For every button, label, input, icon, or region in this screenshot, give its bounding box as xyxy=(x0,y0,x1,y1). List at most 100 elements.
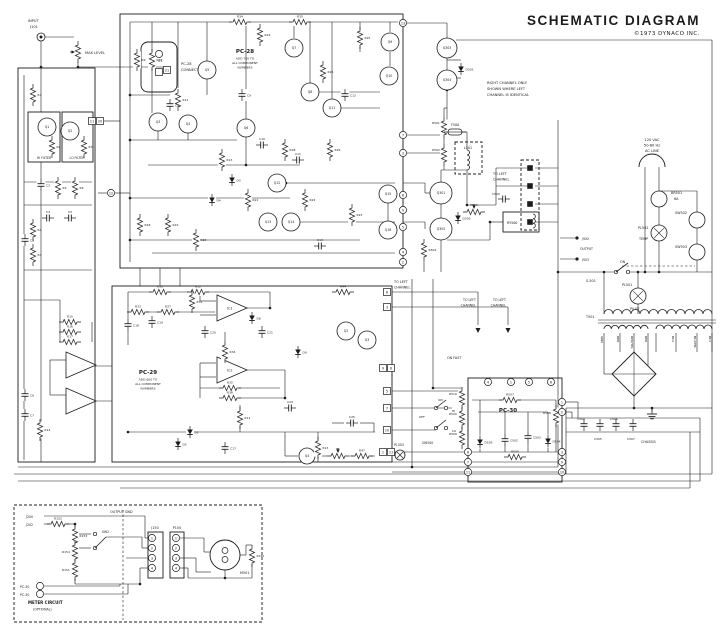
ref-label: R34 xyxy=(237,15,243,19)
p-4: 4 xyxy=(172,564,180,572)
note-text: ALL COMPONENT xyxy=(232,61,258,65)
d-D6: D6 xyxy=(248,311,261,325)
text-label: RIGHT CHANNEL ONLY xyxy=(487,81,528,85)
pot-P500: P500 xyxy=(463,203,485,216)
p-2: 2 xyxy=(558,408,566,416)
ref-label: C12 xyxy=(350,94,356,98)
text-label: ADD 700 TO xyxy=(236,57,255,61)
junction-dot xyxy=(138,582,142,586)
pin-number: 8 xyxy=(467,450,469,454)
r-R33: R33 xyxy=(127,305,149,316)
note-text: P150 xyxy=(173,526,182,530)
pin-number: 4 xyxy=(402,250,404,254)
ref-label: R15 xyxy=(67,315,73,319)
ref-label: D301 xyxy=(466,68,474,72)
r-R502: R502 xyxy=(432,144,448,166)
p xyxy=(36,582,44,590)
wire-color-label: BLU/YEL xyxy=(693,336,697,349)
q-Q16: Q16 xyxy=(378,220,398,240)
note-text: ON FAST xyxy=(447,356,462,360)
d-D4: D4 xyxy=(208,193,221,207)
ref-label: Q10 xyxy=(386,74,393,78)
text-label: ON FAST xyxy=(447,356,462,360)
pin-number: 7 xyxy=(386,406,388,410)
q-Q1: Q1 xyxy=(37,117,57,137)
pin-number: 7 xyxy=(402,133,404,137)
text-label: SHOWN WHERE LEFT xyxy=(487,87,526,91)
c-C20: C20 xyxy=(200,326,216,338)
r-R36: R36 xyxy=(219,391,241,402)
ref-label: D504 xyxy=(553,440,561,444)
r-R4: R4 xyxy=(29,219,42,241)
wire-color-label: RED xyxy=(616,336,620,343)
ref-label: Q304 xyxy=(443,78,452,82)
ref-label: P500 xyxy=(470,203,478,207)
text-label: SW503 xyxy=(675,245,687,249)
ref-label: D505 xyxy=(485,441,493,445)
r-R35: R35 xyxy=(219,381,241,392)
text-label: J202 xyxy=(25,523,33,527)
sqb xyxy=(527,183,533,189)
lamp xyxy=(629,287,647,305)
text-label: OFF xyxy=(419,415,425,419)
pin-number: 12 xyxy=(109,191,113,195)
ref-label: C6 xyxy=(30,394,34,398)
text-label: ALL COMPONENT xyxy=(232,61,258,65)
ref-label: R19 xyxy=(173,223,179,227)
oa-IC1: IC1 xyxy=(216,294,249,322)
junction-dot xyxy=(465,203,469,207)
junction-dot xyxy=(223,576,227,580)
pin-number: 1 xyxy=(175,536,177,540)
ref-label: Q7 xyxy=(292,46,297,50)
note-text: SW503 xyxy=(675,245,687,249)
ref-label: D4 xyxy=(217,199,221,203)
c-C21: C21 xyxy=(257,326,273,338)
p-13: 13 xyxy=(399,19,407,27)
junction-dot xyxy=(128,138,132,142)
r-R23: R23 xyxy=(348,204,362,226)
pin-number: 8 xyxy=(402,193,404,197)
text-label: HI xyxy=(452,409,455,413)
text-label: 6A xyxy=(674,197,679,201)
ref-label: Q12 xyxy=(274,181,281,185)
q-Q2: Q2 xyxy=(60,121,80,141)
r-R34: R34 xyxy=(229,15,251,26)
ref-label: R501 xyxy=(432,121,440,125)
ref-label: R2 xyxy=(57,145,61,149)
ref-label: D303 xyxy=(463,217,471,221)
arrow xyxy=(475,328,481,333)
q-Q8: Q8 xyxy=(300,82,320,102)
p-2: 2 xyxy=(172,544,180,552)
pin-number: 20 xyxy=(98,119,102,123)
board-outline xyxy=(61,111,94,163)
lamp xyxy=(394,449,406,461)
ref-label: R6 xyxy=(80,186,84,190)
junction-dot xyxy=(128,93,132,97)
pin-number: 5 xyxy=(402,225,404,229)
c-C5: C5 xyxy=(64,210,76,223)
c-C7: C7 xyxy=(20,409,34,421)
p-3: 3 xyxy=(399,149,407,157)
junction-dot xyxy=(76,65,80,69)
junction-dot xyxy=(39,65,43,69)
note-text: SW2 xyxy=(102,530,109,534)
p-9: 9 xyxy=(399,206,407,214)
ref-label: C24 xyxy=(287,400,293,404)
p-8: 8 xyxy=(464,448,472,456)
pin-number: 3 xyxy=(175,556,177,560)
note-text: LO FILTER xyxy=(69,156,85,160)
ref-label: R29 xyxy=(335,148,341,152)
ref-label: Q13 xyxy=(265,220,272,224)
note-text: F500 xyxy=(451,123,459,127)
note-text: T501 xyxy=(585,315,595,319)
ref-label: R509 xyxy=(449,432,457,436)
d-D3: D3 xyxy=(228,173,241,187)
wire-color-label: BLU xyxy=(708,336,712,342)
r-R1: R1 xyxy=(29,84,42,106)
wire-color-label: GRN xyxy=(600,336,604,343)
ref-label: R23 xyxy=(357,213,363,217)
note-text: C1 xyxy=(158,59,162,63)
c-C3: C3 xyxy=(20,234,34,246)
pin-number: 7 xyxy=(467,460,469,464)
